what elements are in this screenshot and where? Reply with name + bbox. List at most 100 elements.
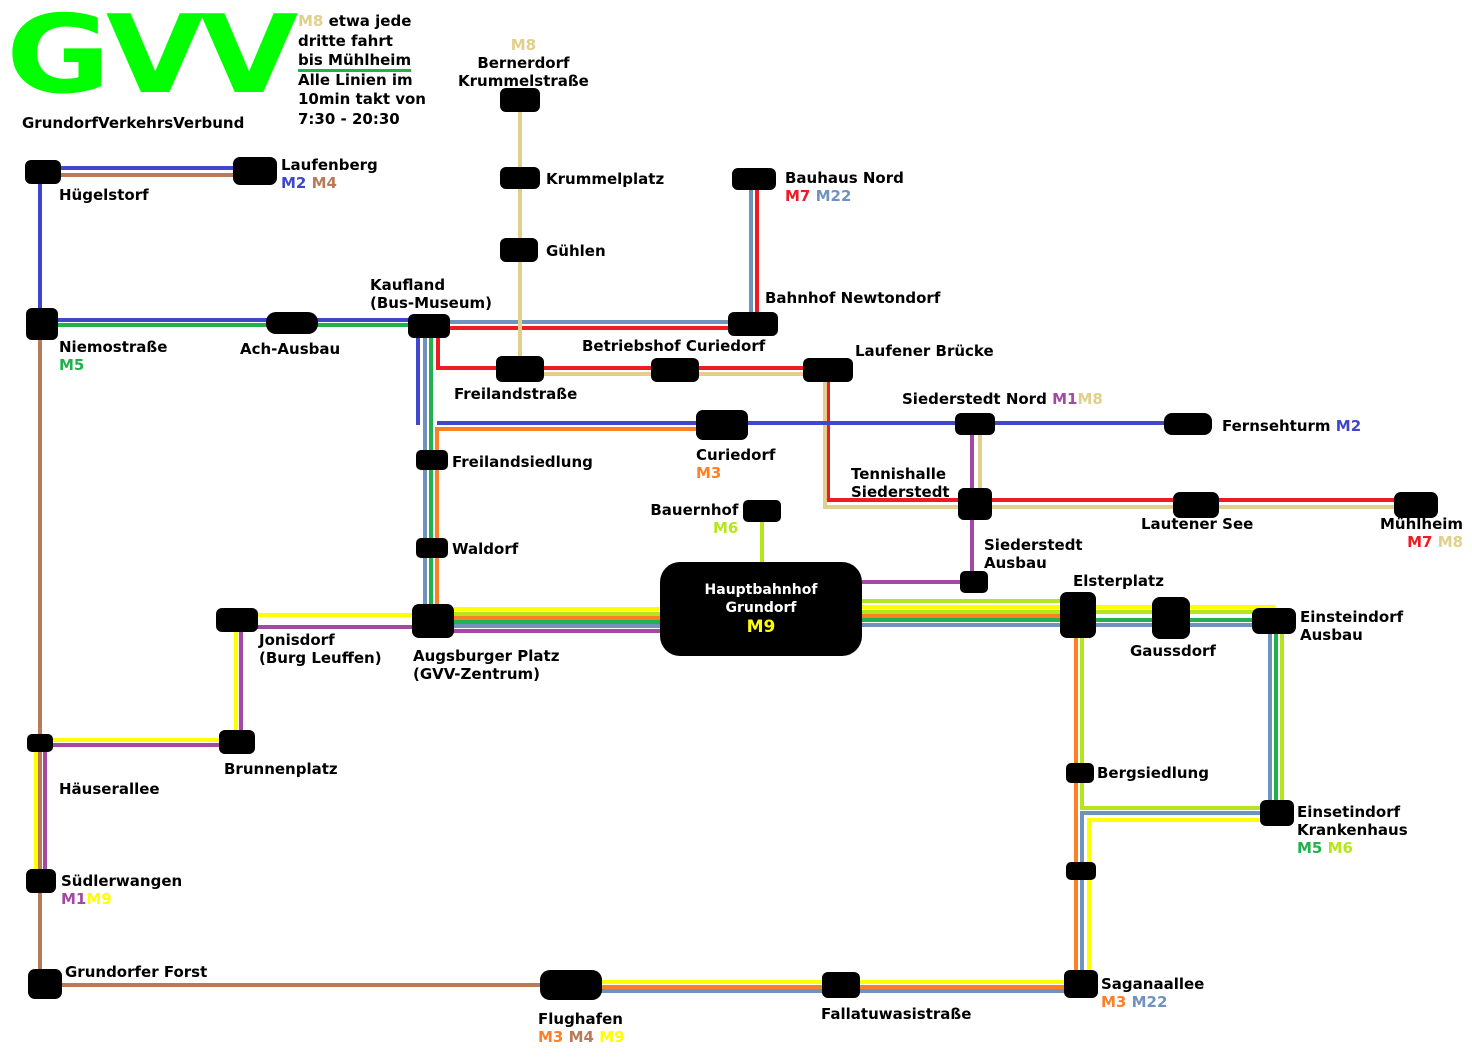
label-kaufland[interactable]: Kaufland (Bus-Museum) [370,276,492,312]
line-tag-m9: M9 [86,890,112,908]
label-gaussdorf[interactable]: Gaussdorf [1130,642,1216,660]
stop-laufener-bruecke[interactable] [803,358,853,382]
stop-brunnenplatz[interactable] [219,730,255,754]
label-fallatuwasistrasse[interactable]: Fallatuwasistraße [821,1005,972,1023]
label-saganaallee[interactable]: Saganaallee M3 M22 [1101,975,1204,1011]
stop-elsterplatz[interactable] [1060,592,1096,638]
stop-freilandstrasse[interactable] [496,356,544,382]
label-ach-ausbau[interactable]: Ach-Ausbau [240,340,341,358]
label-bauhaus-nord[interactable]: Bauhaus Nord M7 M22 [785,169,904,205]
label-tennishalle[interactable]: Tennishalle Siederstedt [851,465,950,501]
station-name: Bauhaus Nord [785,169,904,187]
label-jonisdorf[interactable]: Jonisdorf (Burg Leuffen) [259,631,382,667]
label-niemostrasse[interactable]: Niemostraße M5 [59,338,167,374]
stop-bahnhof-newtondorf[interactable] [728,312,778,336]
stop-fallatuwasistrasse[interactable] [822,972,860,998]
label-muehlheim[interactable]: Mühlheim M7 M8 [1380,515,1463,551]
stop-flughafen[interactable] [540,970,602,1000]
stop-guehlen[interactable] [500,238,538,262]
station-name: Einsetindorf [1297,803,1401,821]
line-tag-m4: M4 [311,174,337,192]
station-name: Kaufland [370,276,446,294]
stop-einsteindorf-ausbau[interactable] [1252,608,1296,634]
label-curiedorf[interactable]: Curiedorf M3 [696,446,775,482]
stop-ach-ausbau[interactable] [266,312,318,334]
stop-waldorf[interactable] [416,538,448,558]
label-suedlerwangen[interactable]: Südlerwangen M1M9 [61,872,182,908]
label-einsteindorf-krankenhaus[interactable]: Einsetindorf Krankenhaus M5 M6 [1297,803,1408,857]
stop-suedlerwangen[interactable] [26,869,56,893]
label-fernsehturm[interactable]: Fernsehturm M2 [1222,417,1361,435]
label-waldorf[interactable]: Waldorf [452,540,519,558]
line-tag-m4: M4 [568,1028,594,1046]
stop-saganaallee[interactable] [1064,970,1098,998]
label-bauernhof[interactable]: Bauernhof M6 [646,501,738,537]
line-tag-m3: M3 [696,464,722,482]
line-tag-m8: M8 [510,36,537,54]
stop-jonisdorf[interactable] [216,608,258,632]
stop-curiedorf[interactable] [696,410,748,440]
label-freilandsiedlung[interactable]: Freilandsiedlung [452,453,593,471]
label-guehlen[interactable]: Gühlen [546,242,606,260]
stop-niemostrasse[interactable] [26,308,58,340]
label-krummelplatz[interactable]: Krummelplatz [546,170,665,188]
station-name-2: Siederstedt [851,483,950,501]
label-laufenberg[interactable]: Laufenberg M2 M4 [281,156,378,192]
stop-bernerdorf[interactable] [500,88,540,112]
label-brunnenplatz[interactable]: Brunnenplatz [224,760,338,778]
stop-grundorfer-forst[interactable] [28,969,62,999]
stop-siederstedt-nord[interactable] [955,413,995,435]
stop-krummelplatz[interactable] [500,167,540,189]
stop-bergsiedlung[interactable] [1066,763,1094,783]
stop-hauptbahnhof-grundorf[interactable]: Hauptbahnhof Grundorf M9 [660,562,862,656]
stop-kaufland[interactable] [408,314,450,338]
stop-lautener-see[interactable] [1173,492,1219,518]
line-tag-m5: M5 [1297,839,1323,857]
label-bergsiedlung[interactable]: Bergsiedlung [1097,764,1209,782]
line-tag-m22: M22 [815,187,852,205]
label-einsteindorf-ausbau[interactable]: Einsteindorf Ausbau [1300,608,1403,644]
station-name: Saganaallee [1101,975,1205,993]
label-laufener-bruecke[interactable]: Laufener Brücke [855,342,994,360]
stop-gaussdorf[interactable] [1152,597,1190,639]
label-betriebshof[interactable]: Betriebshof Curiedorf [582,337,766,355]
label-lautener-see[interactable]: Lautener See [1141,515,1254,533]
label-siederstedt-nord[interactable]: Siederstedt Nord M1M8 [902,390,1103,408]
stop-tennishalle[interactable] [958,488,992,520]
label-augsburger-platz[interactable]: Augsburger Platz (GVV-Zentrum) [413,647,559,683]
label-bahnhof-newtondorf[interactable]: Bahnhof Newtondorf [765,289,941,307]
label-bernerdorf[interactable]: M8 Bernerdorf Krummelstraße [458,36,589,90]
route-m6 [1080,620,1275,810]
line-tag-m22: M22 [1131,993,1168,1011]
stop-bauhaus-nord[interactable] [732,168,776,190]
line-tag-m8: M8 [1437,533,1464,551]
label-haeuserallee[interactable]: Häuserallee [59,780,160,798]
stop-betriebshof[interactable] [651,358,699,382]
stop-unnamed[interactable] [1066,862,1096,880]
stop-augsburger-platz[interactable] [412,604,454,638]
label-elsterplatz[interactable]: Elsterplatz [1073,572,1164,590]
notice-line: 10min takt von [298,90,426,108]
label-freilandstrasse[interactable]: Freilandstraße [454,385,578,403]
line-tag-m7: M7 [1407,533,1433,551]
station-name: Siederstedt Nord [902,390,1047,408]
stop-einsteindorf-krankenhaus[interactable] [1260,800,1294,826]
stop-fernsehturm[interactable] [1164,413,1212,435]
label-grundorfer-forst[interactable]: Grundorfer Forst [65,963,208,981]
stop-freilandsiedlung[interactable] [416,450,448,470]
label-flughafen[interactable]: Flughafen M3 M4 M9 [538,1010,625,1046]
notice-line: dritte fahrt [298,31,393,50]
label-huegelstorf[interactable]: Hügelstorf [59,186,149,204]
station-name: Niemostraße [59,338,168,356]
stop-laufenberg[interactable] [233,157,277,185]
stop-siederstedt-ausbau[interactable] [960,571,988,593]
station-name: Mühlheim [1380,515,1464,533]
station-name: Siederstedt [984,536,1083,554]
stop-bauernhof[interactable] [743,500,781,522]
label-siederstedt-ausbau[interactable]: Siederstedt Ausbau [984,536,1083,572]
stop-muehlheim[interactable] [1394,492,1438,518]
notice-line: etwa jede [323,12,412,30]
stop-haeuserallee[interactable] [27,734,53,752]
stop-huegelstorf[interactable] [25,160,61,184]
